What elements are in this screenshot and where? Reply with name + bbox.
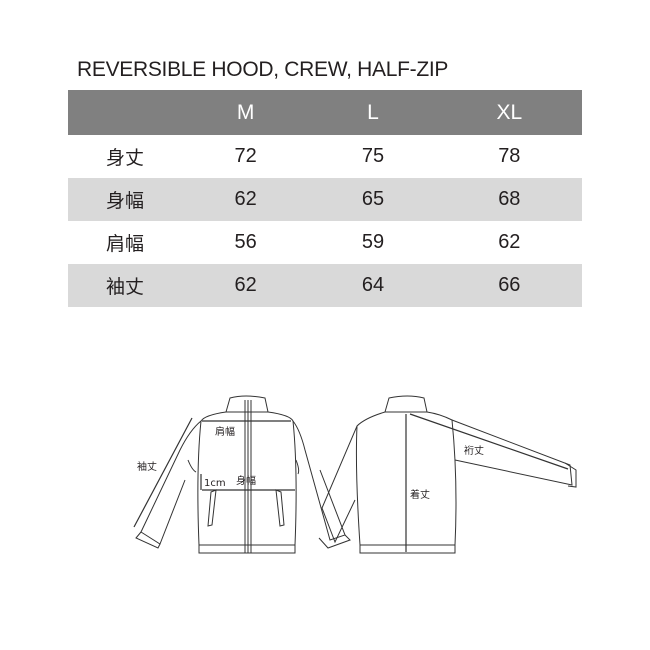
header-m: M bbox=[182, 90, 310, 135]
body-width-label: 身幅 bbox=[236, 474, 256, 487]
back-jacket-illustration bbox=[321, 395, 577, 554]
table-row: 身丈 72 75 78 bbox=[68, 135, 582, 178]
cell: 62 bbox=[182, 264, 310, 307]
cell: 78 bbox=[498, 145, 521, 167]
cell: 65 bbox=[309, 178, 437, 221]
body-length-label: 着丈 bbox=[410, 488, 430, 501]
header-l: L bbox=[309, 90, 437, 135]
table-row: 袖丈 62 64 66 bbox=[68, 264, 582, 307]
row-label: 肩幅 bbox=[105, 234, 144, 255]
cell: 75 bbox=[361, 145, 385, 167]
row-label: 身幅 bbox=[68, 178, 182, 221]
row-label: 身丈 bbox=[105, 148, 144, 169]
cell: 62 bbox=[498, 231, 521, 253]
sleeve-length-label: 袖丈 bbox=[137, 460, 157, 473]
page-title: REVERSIBLE HOOD, CREW, HALF-ZIP bbox=[77, 58, 449, 81]
cell: 56 bbox=[234, 231, 257, 253]
cell: 64 bbox=[309, 264, 437, 307]
cell: 66 bbox=[436, 264, 582, 307]
cell: 59 bbox=[361, 231, 385, 253]
front-jacket-illustration bbox=[133, 395, 351, 554]
shoulder-width-label: 肩幅 bbox=[215, 425, 235, 438]
yuki-length-label: 裄丈 bbox=[464, 444, 484, 457]
row-label: 袖丈 bbox=[68, 264, 182, 307]
header-blank bbox=[68, 90, 182, 135]
offset-label: 1cm bbox=[204, 478, 226, 489]
header-xl: XL bbox=[436, 90, 582, 135]
cell: 68 bbox=[436, 178, 582, 221]
table-row: 身幅 62 65 68 bbox=[68, 178, 582, 221]
size-table: M L XL 身丈 72 75 78 身幅 62 65 68 肩幅 56 59 … bbox=[68, 90, 582, 307]
cell: 72 bbox=[234, 145, 257, 167]
table-header: M L XL bbox=[68, 90, 582, 135]
table-row: 肩幅 56 59 62 bbox=[68, 221, 582, 264]
cell: 62 bbox=[182, 178, 310, 221]
